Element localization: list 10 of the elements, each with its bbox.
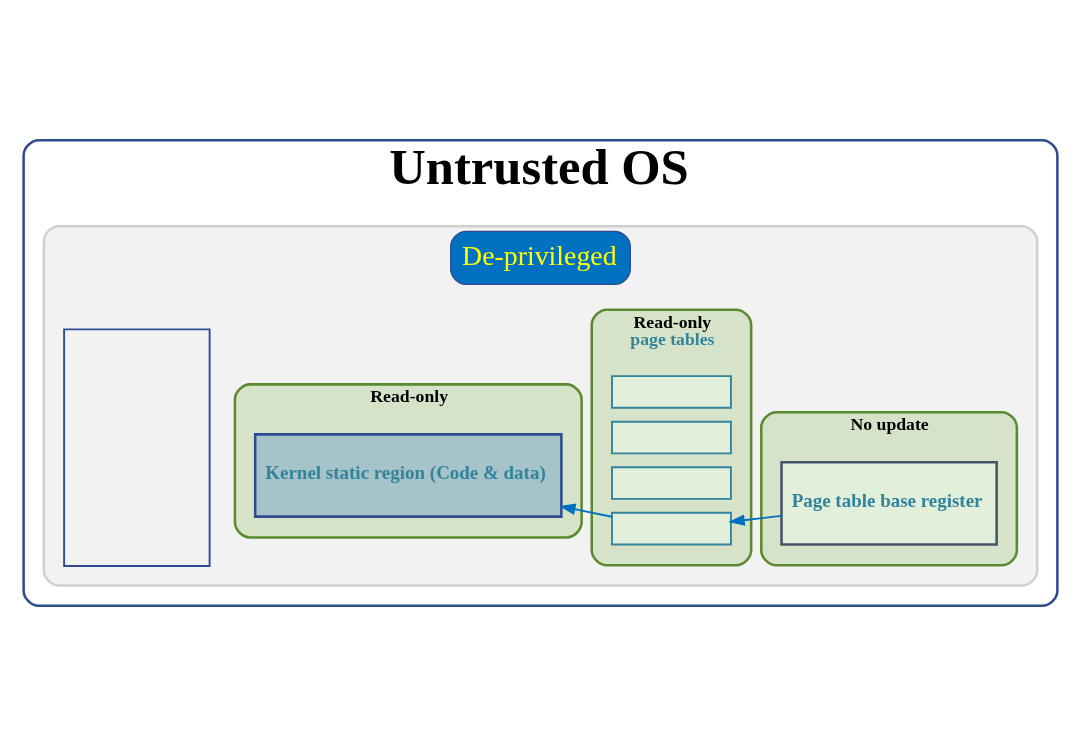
arrow: [728, 513, 783, 526]
node-box: [611, 465, 732, 500]
node-box: [63, 327, 211, 567]
node-box: [611, 374, 732, 409]
node-box: Page table base register: [780, 460, 998, 546]
node-box: [611, 511, 732, 545]
cluster: Read-only page tables: [590, 307, 753, 567]
node-box: [611, 420, 732, 454]
arrow: [559, 503, 613, 518]
node-box: Kernel static region (Code & data): [253, 432, 563, 518]
